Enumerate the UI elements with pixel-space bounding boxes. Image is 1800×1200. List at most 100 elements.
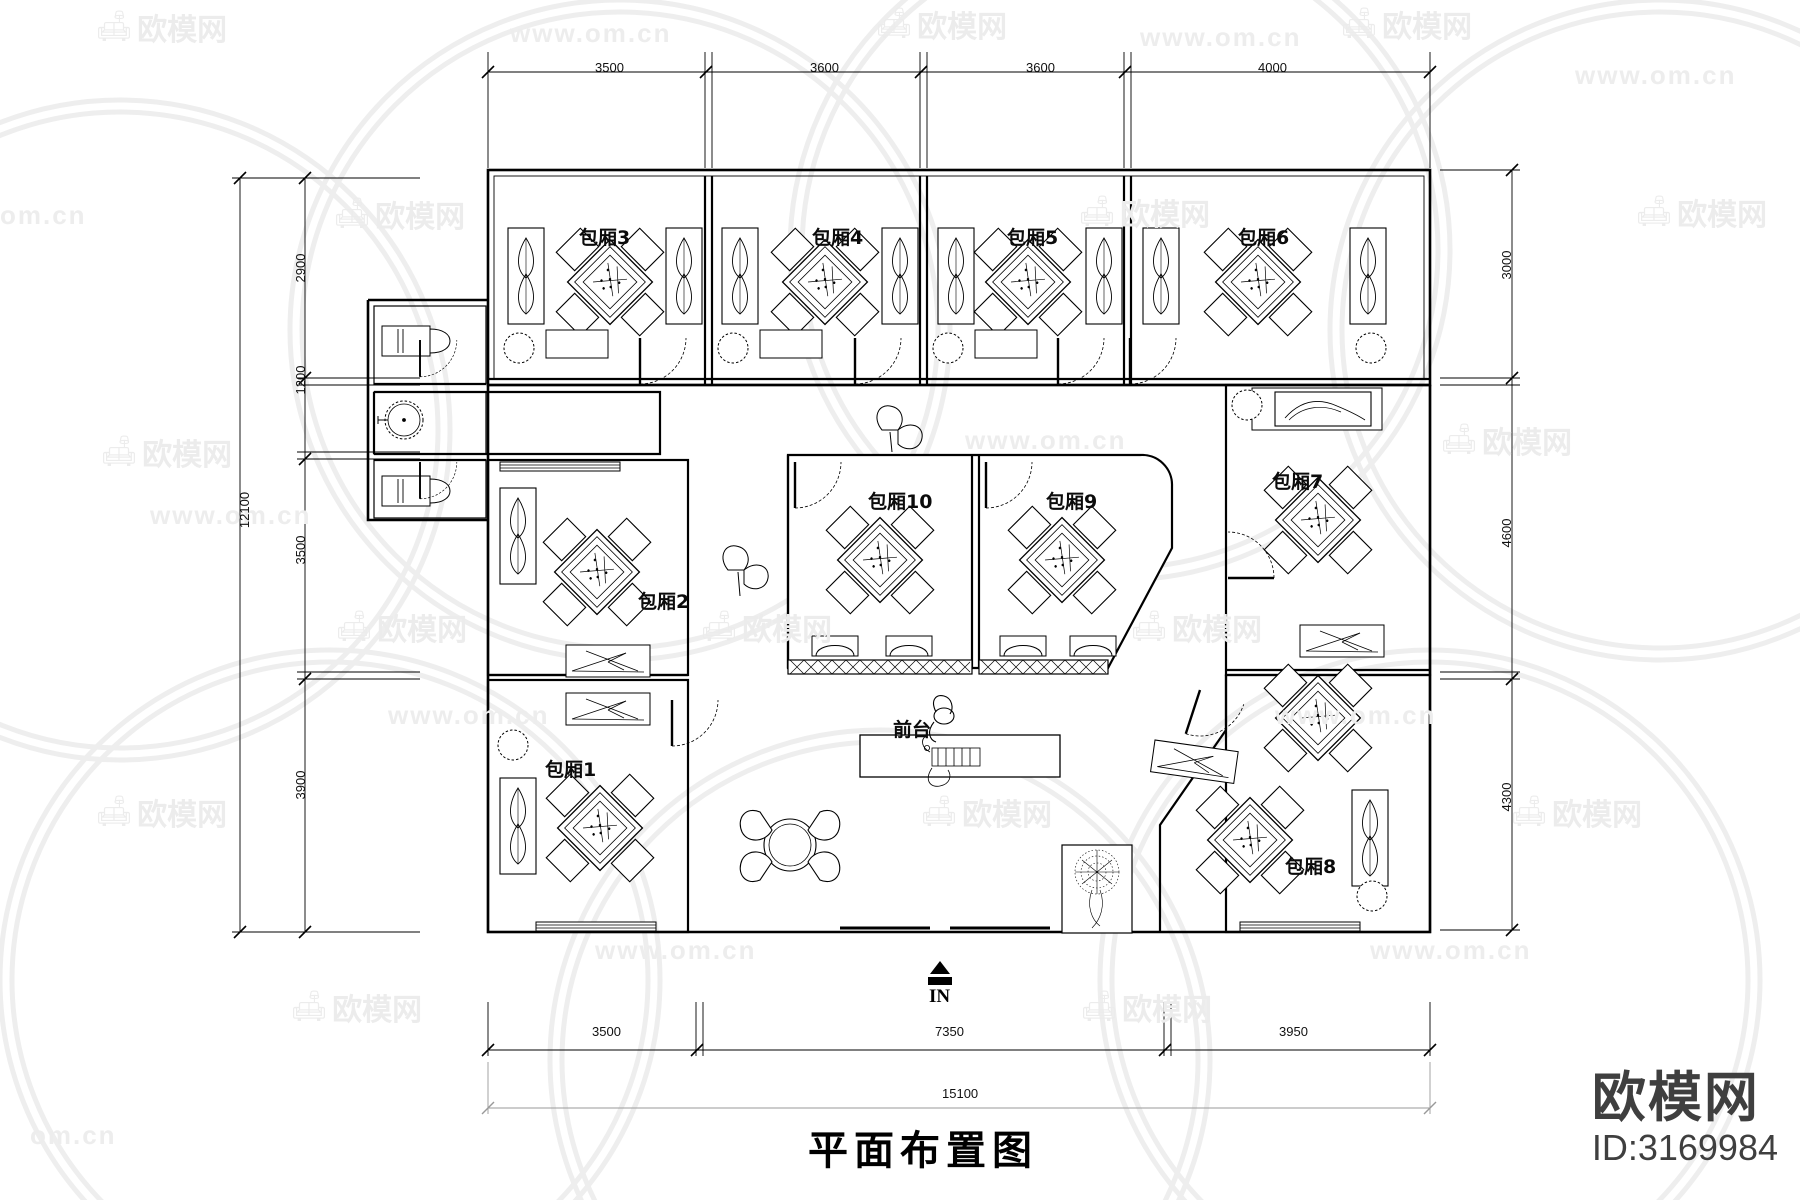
room-label-r3: 包厢3 — [579, 227, 631, 249]
room-label-r2: 包厢2 — [638, 591, 690, 613]
room-3-furniture — [503, 199, 703, 386]
watermark-logo: 🛋欧模网 — [333, 192, 465, 236]
sofa-icon: 🛋 — [335, 610, 374, 643]
dimension-top — [481, 52, 1437, 168]
dimension-dimensions.bottom_chain.1: 7350 — [935, 1024, 964, 1039]
watermark-brand-text: 欧模网 — [1122, 994, 1213, 1027]
watermark-brand-text: 欧模网 — [1552, 799, 1643, 832]
watermark-logo: 🛋欧模网 — [700, 605, 832, 649]
centre-rooms-structure — [786, 453, 1174, 675]
room-4-furniture — [717, 199, 919, 386]
lobby-reception — [859, 695, 1061, 787]
watermark-logo: 🛋欧模网 — [100, 430, 232, 474]
watermark-brand-text: 欧模网 — [1482, 427, 1573, 460]
brand-watermark: 欧模网 ID:3169984 — [1591, 1069, 1778, 1169]
watermark-logo: 🛋欧模网 — [875, 2, 1007, 46]
brand-id: ID:3169984 — [1591, 1127, 1778, 1169]
sofa-icon: 🛋 — [1340, 7, 1379, 40]
dimension-dimensions.top.2: 3600 — [1026, 60, 1055, 75]
watermark-logo: 🛋欧模网 — [335, 605, 467, 649]
watermark-logo: 🛋欧模网 — [1130, 605, 1262, 649]
lobby-plants — [722, 405, 923, 597]
dimension-dimensions.right.2: 4300 — [1499, 782, 1514, 812]
page-title: 平面布置图 — [808, 1128, 1038, 1174]
watermark-logo: 🛋欧模网 — [95, 5, 227, 49]
entrance-plant — [1061, 844, 1133, 934]
top-room-partitions — [488, 176, 1430, 387]
dimension-dimensions.top.0: 3500 — [595, 60, 624, 75]
dimension-dimensions.bottom_chain.2: 3950 — [1279, 1024, 1308, 1039]
room-2-furniture — [499, 461, 680, 678]
watermark-url: om.cn — [30, 1120, 117, 1150]
sofa-icon: 🛋 — [1440, 423, 1479, 456]
dimension-bottom — [481, 1002, 1437, 1115]
watermark-url: www.om.cn — [1140, 22, 1302, 52]
watermark-logo: 🛋欧模网 — [290, 985, 422, 1029]
room-label-r1: 包厢1 — [545, 759, 597, 781]
dimension-dimensions.right.1: 4600 — [1499, 518, 1514, 548]
dimension-dimensions.bottom_chain.0: 3500 — [592, 1024, 621, 1039]
watermark-brand-text: 欧模网 — [142, 439, 233, 472]
watermark-url: www.om.cn — [510, 18, 672, 48]
room-label-reception: 前台 — [893, 719, 932, 741]
watermark-logo: 🛋欧模网 — [920, 790, 1052, 834]
dimension-dimensions.left_inner.1: 1200 — [293, 365, 308, 395]
watermark-brand-text: 欧模网 — [137, 799, 228, 832]
room-label-r9: 包厢9 — [1046, 491, 1098, 513]
sofa-icon: 🛋 — [1130, 610, 1169, 643]
sofa-icon: 🛋 — [875, 7, 914, 40]
watermark-brand-text: 欧模网 — [1382, 11, 1473, 44]
watermark-brand-text: 欧模网 — [917, 11, 1008, 44]
watermark-brand-text: 欧模网 — [377, 614, 468, 647]
sofa-icon: 🛋 — [333, 197, 372, 230]
watermark-brand-text: 欧模网 — [375, 201, 466, 234]
sofa-icon: 🛋 — [100, 435, 139, 468]
sofa-icon: 🛋 — [1510, 795, 1549, 828]
dimension-dimensions.left_inner.3: 3900 — [293, 770, 308, 800]
watermark-brand-text: 欧模网 — [962, 799, 1053, 832]
watermark-url: www.om.cn — [150, 500, 312, 530]
watermark-logo: 🛋欧模网 — [1440, 418, 1572, 462]
lobby-lounge-set — [739, 810, 841, 882]
sofa-icon: 🛋 — [1078, 195, 1117, 228]
dimension-dimensions.left_inner.2: 3500 — [293, 535, 308, 565]
watermark-url: om.cn — [0, 200, 87, 230]
watermark-url: www.om.cn — [1275, 700, 1437, 730]
room-5-furniture — [932, 199, 1123, 386]
watermark-brand-text: 欧模网 — [1172, 614, 1263, 647]
bathroom-wing — [372, 305, 662, 519]
sofa-icon: 🛋 — [95, 10, 134, 43]
dimension-dimensions.top.1: 3600 — [810, 60, 839, 75]
watermark-url: www.om.cn — [388, 700, 550, 730]
watermark-url: www.om.cn — [965, 425, 1127, 455]
dimension-dimensions.left_inner.0: 2900 — [293, 253, 308, 283]
entrance-in-label: IN — [929, 986, 951, 1007]
watermark-brand-text: 欧模网 — [742, 614, 833, 647]
watermark-logo: 🛋欧模网 — [1635, 190, 1767, 234]
dimension-dimensions.bottom_overall: 15100 — [942, 1086, 979, 1101]
watermark-logo: 🛋欧模网 — [95, 790, 227, 834]
watermark-url: www.om.cn — [1575, 60, 1737, 90]
dimension-dimensions.left_overall: 12100 — [237, 491, 252, 529]
sofa-icon: 🛋 — [920, 795, 959, 828]
watermark-logo: 🛋欧模网 — [1340, 2, 1472, 46]
watermark-brand-text: 欧模网 — [332, 994, 423, 1027]
watermark-logo: 🛋欧模网 — [1078, 190, 1210, 234]
room-label-r4: 包厢4 — [812, 227, 864, 249]
sofa-icon: 🛋 — [1635, 195, 1674, 228]
sofa-icon: 🛋 — [290, 990, 329, 1023]
dimension-dimensions.right.0: 3000 — [1499, 250, 1514, 280]
watermark-url: www.om.cn — [1370, 935, 1532, 965]
dimension-dimensions.top.3: 4000 — [1258, 60, 1287, 75]
sofa-icon: 🛋 — [700, 610, 739, 643]
entrance-arrow-icon — [928, 961, 952, 985]
sofa-icon: 🛋 — [1080, 990, 1119, 1023]
watermark-logo: 🛋欧模网 — [1510, 790, 1642, 834]
watermark-logo: 🛋欧模网 — [1080, 985, 1212, 1029]
room-label-r8: 包厢8 — [1285, 856, 1337, 878]
room-label-r10: 包厢10 — [868, 491, 933, 513]
watermark-url: www.om.cn — [595, 935, 757, 965]
watermark-brand-text: 欧模网 — [1677, 199, 1768, 232]
